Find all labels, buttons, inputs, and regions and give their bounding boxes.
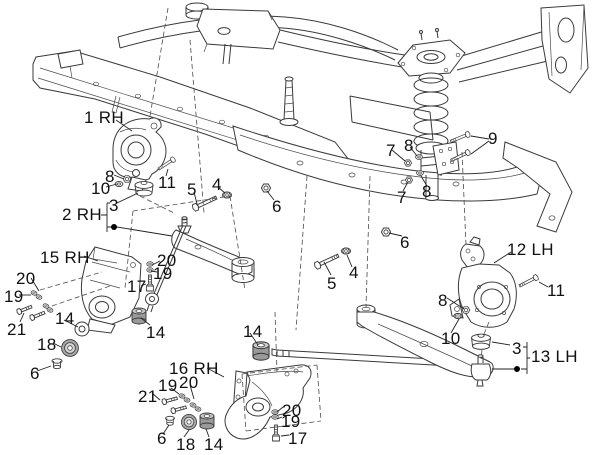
- stabilizer-bar-drawing: [271, 348, 469, 368]
- stabilizer-link-drawing: [145, 224, 187, 313]
- subframe-drawing: [32, 2, 589, 233]
- control-arm-right-drawing: [171, 216, 255, 283]
- leader-lines: [19, 119, 549, 438]
- bracket-16rh-drawing: [224, 364, 312, 440]
- bracket-15rh-drawing: [80, 246, 142, 334]
- projection-lines: [39, 7, 490, 432]
- knuckle-right-drawing: [112, 117, 167, 192]
- control-arm-left-drawing: [356, 304, 494, 387]
- strut-drawing: [397, 28, 466, 201]
- fasteners-drawing: [15, 130, 540, 442]
- knuckle-left-drawing: [449, 236, 517, 328]
